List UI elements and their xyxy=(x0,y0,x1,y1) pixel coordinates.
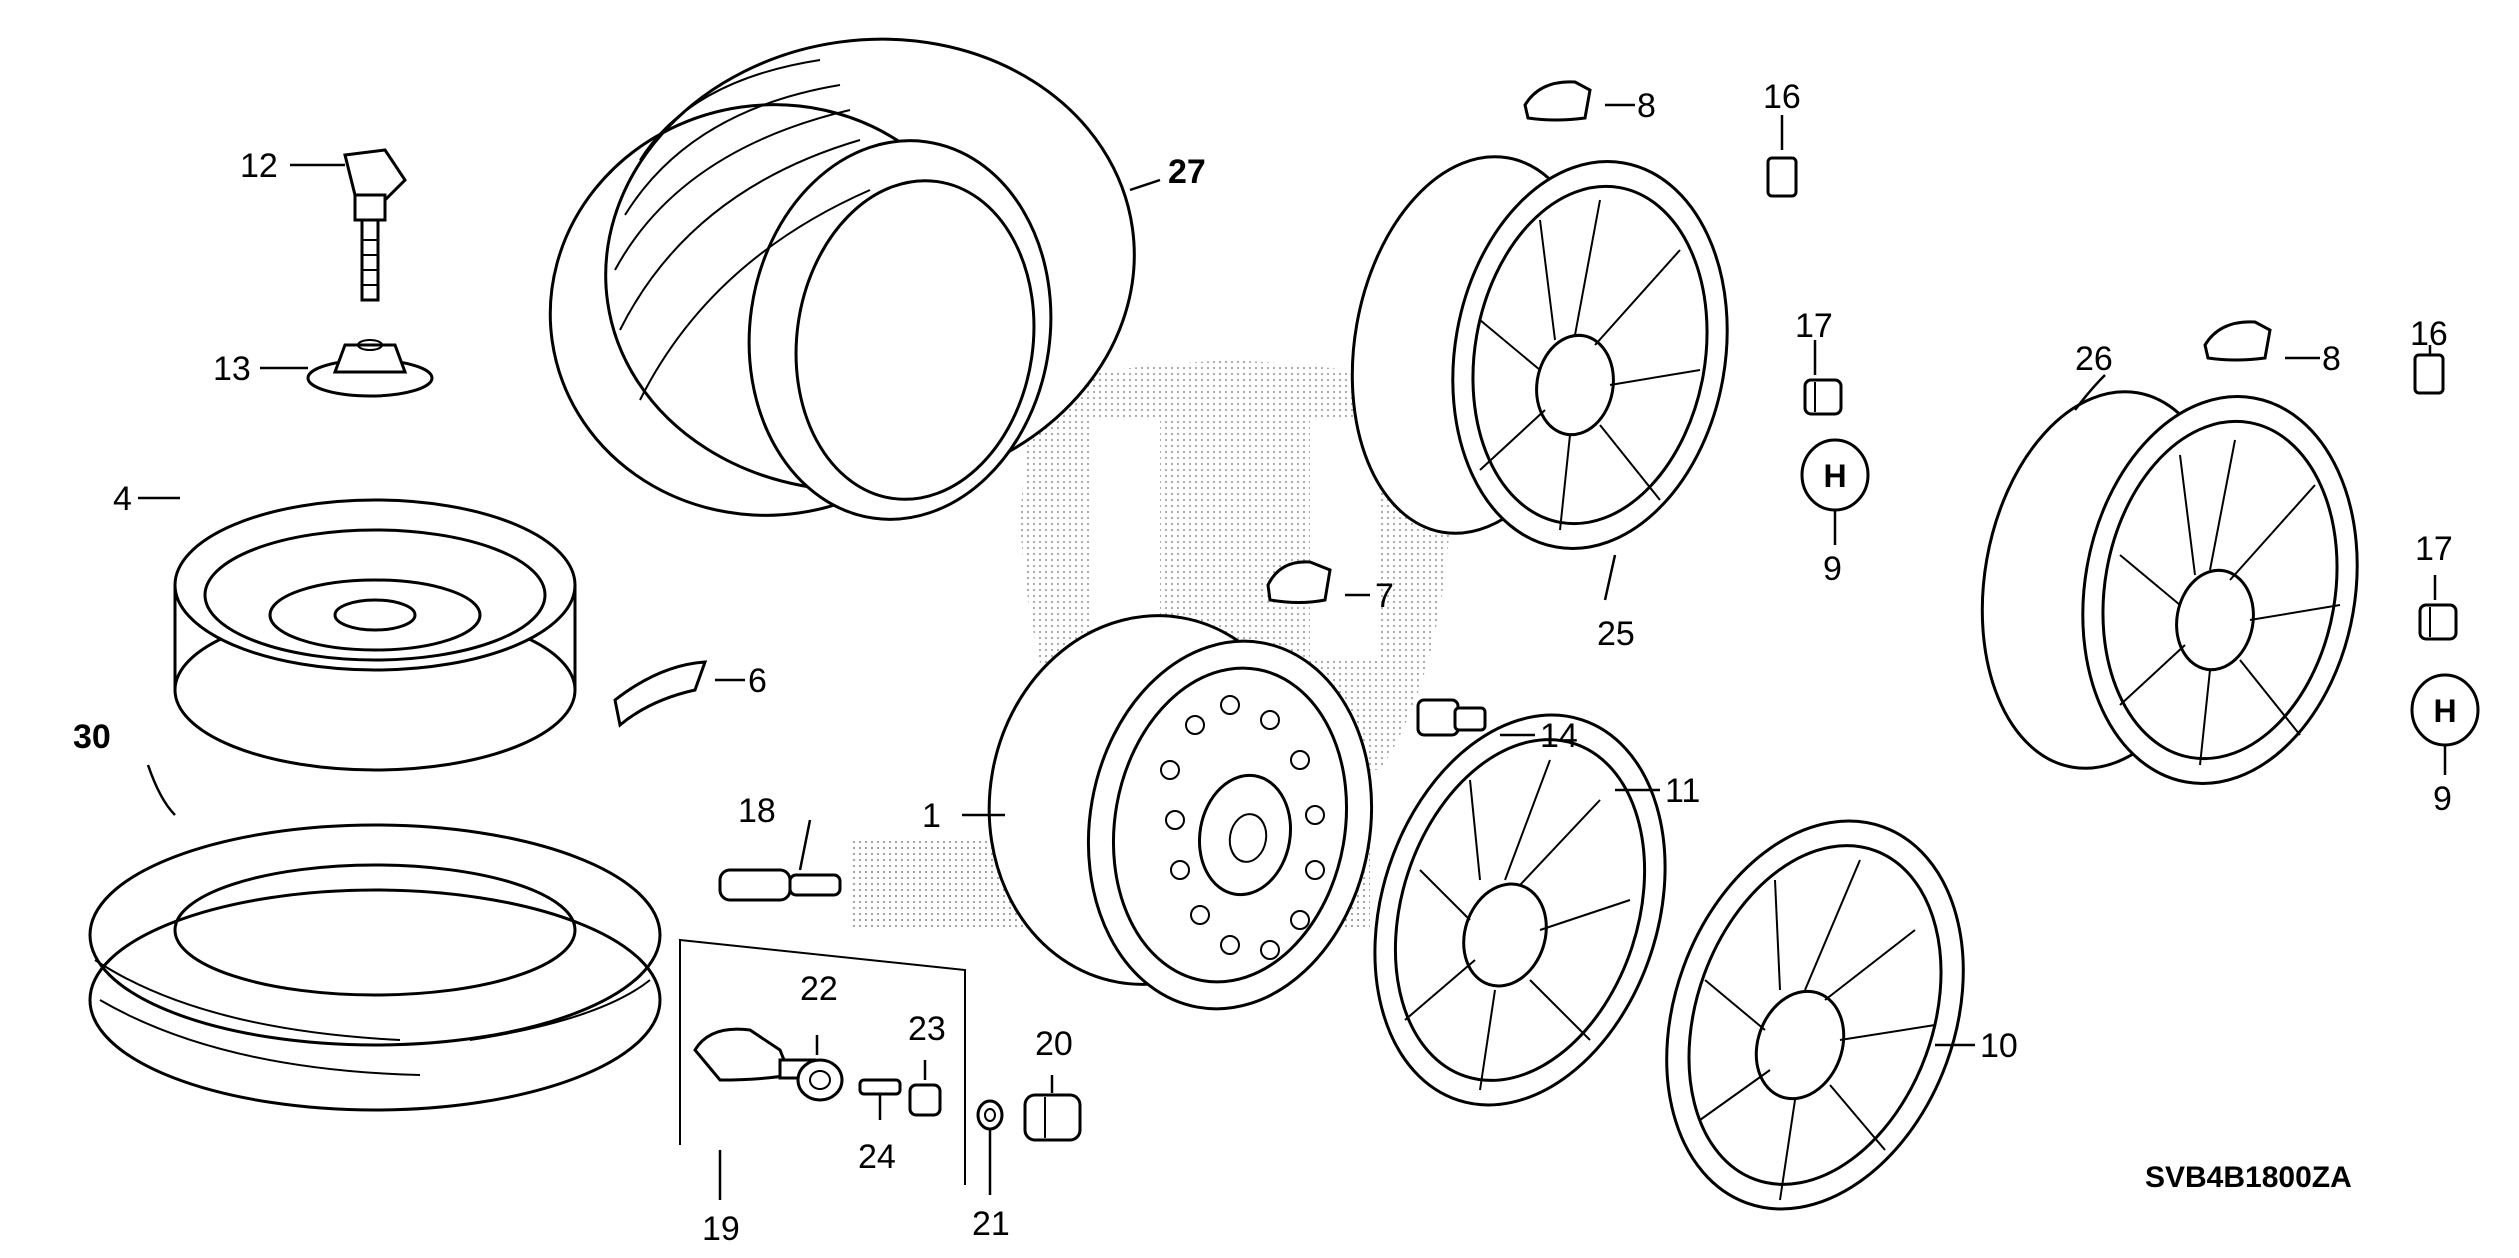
leader-lines xyxy=(138,103,2447,1200)
part-17a-nut xyxy=(1803,378,1843,416)
wheel-4 xyxy=(173,498,577,772)
callout-17b: 17 xyxy=(2415,530,2453,568)
part-9a-cap: H xyxy=(1800,438,1870,512)
tpms-sensor xyxy=(693,1027,817,1082)
part-6-strip xyxy=(613,660,708,728)
part-12-bolt xyxy=(343,148,407,302)
part-13-nut xyxy=(306,339,434,398)
svg-text:H: H xyxy=(1823,458,1846,494)
part-9b-cap: H xyxy=(2410,673,2480,747)
callout-9b: 9 xyxy=(2433,780,2452,818)
callouts: 12 13 4 6 30 27 18 1 7 8 16 17 9 25 14 1… xyxy=(73,78,2453,1248)
callout-18: 18 xyxy=(738,792,776,830)
callout-19: 19 xyxy=(702,1210,740,1248)
part-8b-weight xyxy=(2203,320,2272,362)
tire-27 xyxy=(548,37,1136,521)
part-8a-weight xyxy=(1523,80,1592,122)
callout-20: 20 xyxy=(1035,1025,1073,1063)
alloy-wheel-26 xyxy=(1980,390,2359,785)
callout-17a: 17 xyxy=(1795,307,1833,345)
callout-25: 25 xyxy=(1597,615,1635,653)
callout-14: 14 xyxy=(1540,717,1578,755)
svg-text:H: H xyxy=(2433,693,2456,729)
callout-6: 6 xyxy=(748,662,767,700)
part-14-lug-nut xyxy=(1416,698,1487,737)
callout-8a: 8 xyxy=(1637,87,1656,125)
callout-7: 7 xyxy=(1375,577,1394,615)
callout-27: 27 xyxy=(1168,153,1206,191)
part-22-grommet xyxy=(796,1058,844,1102)
alloy-wheel-25 xyxy=(1350,155,1729,550)
part-19-bracket xyxy=(679,938,966,1185)
part-18-valve xyxy=(718,868,842,902)
tire-30 xyxy=(88,823,662,1112)
wheel-1-steel xyxy=(987,614,1374,1011)
callout-1: 1 xyxy=(922,797,941,835)
callout-26: 26 xyxy=(2075,340,2113,378)
callout-16b: 16 xyxy=(2410,315,2448,353)
part-21-washer xyxy=(976,1099,1004,1131)
part-17b-nut xyxy=(2418,603,2458,641)
callout-11: 11 xyxy=(1665,772,1700,810)
callout-9a: 9 xyxy=(1823,550,1842,588)
wheel-cover-11 xyxy=(1373,713,1667,1107)
diagram-code: SVB4B1800ZA xyxy=(2145,1161,2352,1194)
part-20-nut xyxy=(1023,1093,1082,1142)
callout-10: 10 xyxy=(1980,1027,2018,1065)
part-24-core xyxy=(858,1078,902,1096)
callout-23: 23 xyxy=(908,1010,946,1048)
callout-12: 12 xyxy=(240,147,278,185)
callout-21: 21 xyxy=(972,1205,1010,1243)
part-16a-clip xyxy=(1766,156,1798,198)
callout-30: 30 xyxy=(73,718,111,756)
callout-16a: 16 xyxy=(1763,78,1801,116)
callout-8b: 8 xyxy=(2322,340,2341,378)
callout-22: 22 xyxy=(800,970,838,1008)
callout-4: 4 xyxy=(113,480,132,518)
callout-13: 13 xyxy=(213,350,251,388)
wheel-cover-10 xyxy=(1665,819,1965,1211)
part-16b-clip xyxy=(2413,353,2445,395)
part-7-weight xyxy=(1266,560,1332,604)
part-23-cap xyxy=(908,1083,942,1117)
callout-24: 24 xyxy=(858,1138,896,1176)
